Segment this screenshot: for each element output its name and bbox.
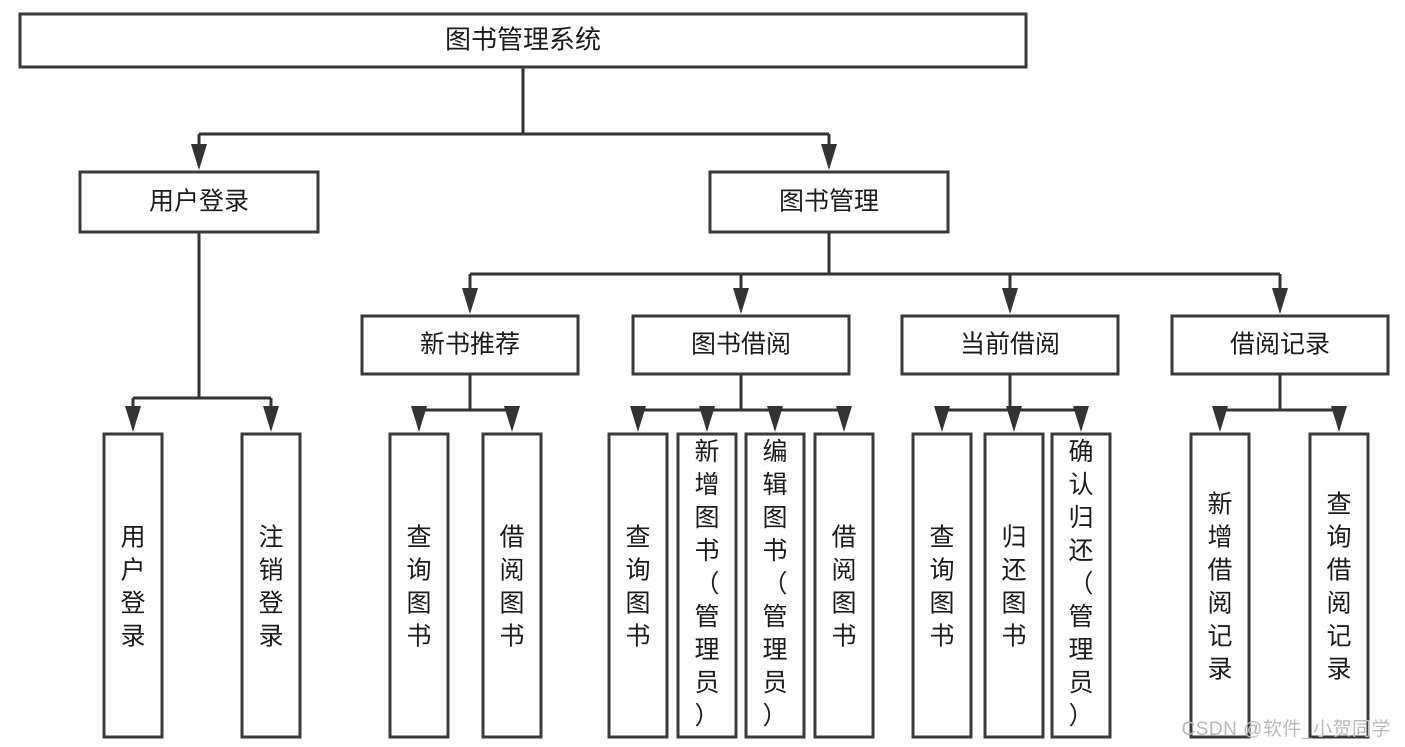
leaf-label-leaf-query-books-recommend: 查询图书 [406, 524, 431, 651]
leaf-label-leaf-confirm-return: 确认归还（管理员） [1068, 438, 1093, 730]
leaf-label-leaf-return-book: 归还图书 [1001, 524, 1026, 651]
leafbus-current-borrow-arrow-leaf-confirm-return [1073, 406, 1089, 432]
leaf-label-leaf-add-book: 新增图书（管理员） [694, 438, 719, 730]
leafbus-new-book-recommend-arrow-leaf-borrow-books-recommend [504, 406, 520, 432]
root-arrow-book-management [821, 144, 837, 170]
leafbus-user-login-arrow-leaf-user-login [125, 406, 141, 432]
connectors-layer [125, 67, 1347, 432]
leafbus-book-borrow-arrow-leaf-query-books-borrow [630, 406, 646, 432]
leafbus-current-borrow-arrow-leaf-query-books-current [934, 406, 950, 432]
leafbus-current-borrow-arrow-leaf-return-book [1006, 406, 1022, 432]
node-label-book-borrow: 图书借阅 [691, 331, 791, 359]
node-box-book-borrow[interactable] [631, 314, 851, 376]
leaf-label-leaf-query-books-current: 查询图书 [929, 524, 954, 651]
node-box-current-borrow[interactable] [900, 314, 1120, 376]
node-box-borrow-record[interactable] [1170, 314, 1390, 376]
node-box-leaf-user-login[interactable] [102, 432, 164, 739]
node-label-borrow-record: 借阅记录 [1230, 331, 1330, 359]
node-box-leaf-user-logout[interactable] [240, 432, 302, 739]
node-box-leaf-return-book[interactable] [983, 432, 1045, 739]
node-label-root: 图书管理系统 [445, 24, 601, 54]
leaf-label-leaf-user-login: 用户登录 [120, 524, 145, 651]
bookmgmt-arrow-book-borrow [733, 288, 749, 314]
node-box-leaf-borrow-book[interactable] [813, 432, 875, 739]
bookmgmt-arrow-current-borrow [1002, 288, 1018, 314]
bookmgmt-arrow-borrow-record [1272, 288, 1288, 314]
node-label-book-management: 图书管理 [779, 188, 879, 216]
leafbus-new-book-recommend-arrow-leaf-query-books-recommend [411, 406, 427, 432]
leaf-label-leaf-user-logout: 注销登录 [258, 524, 283, 651]
node-label-current-borrow: 当前借阅 [960, 331, 1060, 359]
leafbus-borrow-record-arrow-leaf-add-borrow-record [1212, 406, 1228, 432]
leafbus-book-borrow-arrow-leaf-add-book [699, 406, 715, 432]
leafbus-book-borrow-arrow-leaf-borrow-book [836, 406, 852, 432]
node-box-leaf-confirm-return[interactable] [1050, 432, 1112, 739]
node-box-book-management[interactable] [708, 170, 950, 234]
node-box-leaf-query-books-borrow[interactable] [607, 432, 669, 739]
leaf-label-leaf-query-borrow-record: 查询借阅记录 [1326, 491, 1351, 684]
leafbus-book-borrow-arrow-leaf-edit-book [767, 406, 783, 432]
node-box-leaf-query-books-recommend[interactable] [388, 432, 450, 739]
node-label-user-login: 用户登录 [149, 188, 249, 216]
node-label-new-book-recommend: 新书推荐 [420, 331, 520, 359]
leafbus-borrow-record-arrow-leaf-query-borrow-record [1331, 406, 1347, 432]
node-box-root[interactable] [18, 12, 1028, 69]
leaf-label-leaf-edit-book: 编辑图书（管理员） [762, 438, 787, 730]
bookmgmt-arrow-new-book-recommend [462, 288, 478, 314]
leaf-label-leaf-query-books-borrow: 查询图书 [625, 524, 650, 651]
node-box-leaf-query-borrow-record[interactable] [1308, 432, 1370, 739]
node-box-user-login[interactable] [78, 170, 320, 234]
node-boxes-layer [18, 12, 1390, 739]
node-box-leaf-query-books-current[interactable] [911, 432, 973, 739]
node-labels-layer: 图书管理系统用户登录图书管理新书推荐图书借阅当前借阅借阅记录用户登录注销登录查询… [120, 24, 1351, 730]
leaf-label-leaf-add-borrow-record: 新增借阅记录 [1207, 491, 1232, 684]
leafbus-user-login-arrow-leaf-user-logout [263, 406, 279, 432]
node-box-new-book-recommend[interactable] [360, 314, 580, 376]
node-box-leaf-borrow-books-recommend[interactable] [481, 432, 543, 739]
node-box-leaf-add-book[interactable] [676, 432, 738, 739]
leaf-label-leaf-borrow-books-recommend: 借阅图书 [499, 524, 524, 651]
root-arrow-user-login [191, 144, 207, 170]
leaf-label-leaf-borrow-book: 借阅图书 [831, 524, 856, 651]
node-box-leaf-add-borrow-record[interactable] [1189, 432, 1251, 739]
node-box-leaf-edit-book[interactable] [744, 432, 806, 739]
csdn-watermark: CSDN @软件_小贺同学 [1181, 719, 1391, 740]
